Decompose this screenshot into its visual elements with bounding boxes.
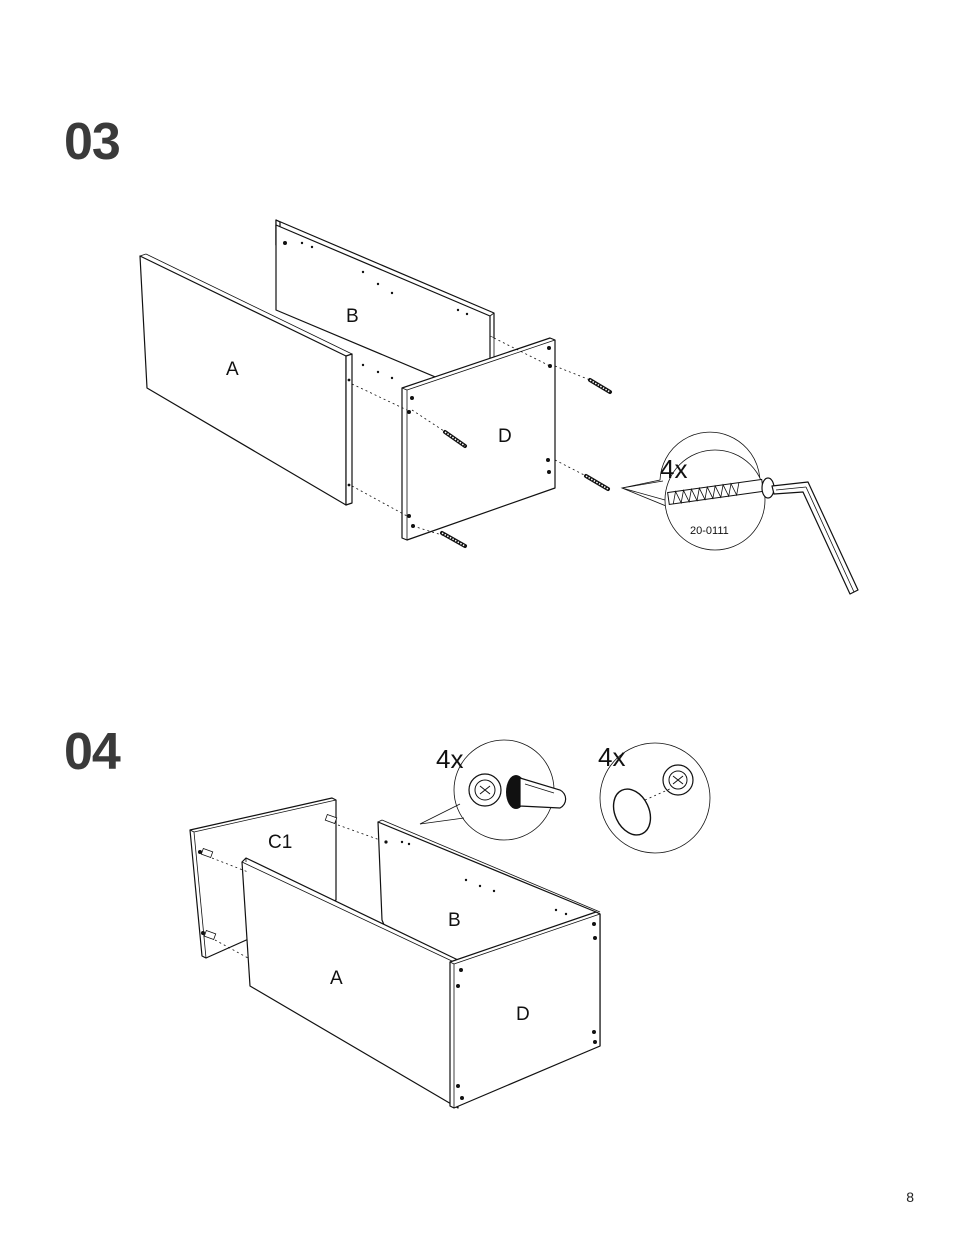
panel-c1-label: C1 (268, 832, 292, 853)
cam-cover-callout: 4x (598, 742, 710, 853)
quantity-label: 4x (436, 744, 463, 774)
panel-d-label: D (516, 1004, 530, 1025)
cam-lock-callout: 4x (420, 740, 566, 840)
panel-a-label: A (330, 968, 343, 989)
quantity-label: 4x (598, 742, 625, 772)
panel-b-label: B (448, 910, 461, 931)
page-number: 8 (906, 1189, 914, 1205)
